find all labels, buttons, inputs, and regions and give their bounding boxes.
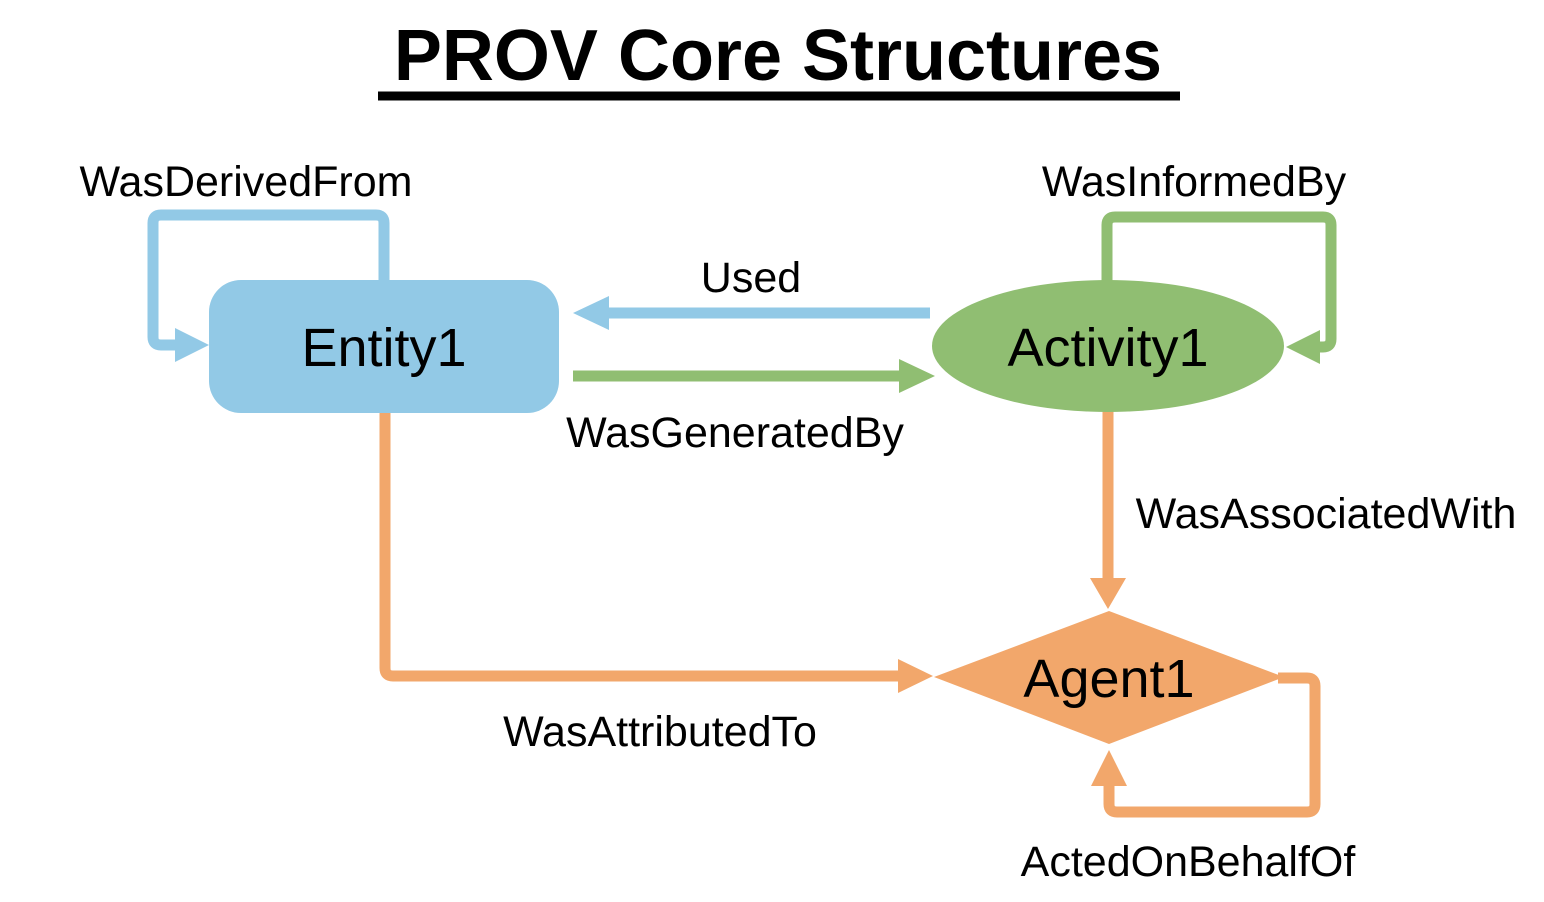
edge-was-derived-from-arrowhead: [175, 328, 209, 362]
activity-shape: [932, 280, 1284, 412]
agent-shape: [934, 611, 1284, 744]
edge-was-associated-with-arrowhead: [1090, 578, 1126, 609]
edge-was-derived-from-line: [147, 209, 390, 351]
node-activity: Activity1: [932, 280, 1284, 412]
activity-label: Activity1: [1007, 318, 1208, 378]
entity-label: Entity1: [301, 318, 466, 378]
edge-was-generated-by-arrowhead: [899, 359, 935, 393]
edge-label-acted-on-behalf-of: ActedOnBehalfOf: [1021, 838, 1357, 886]
edge-label-was-derived-from: WasDerivedFrom: [80, 158, 413, 206]
edge-was-attributed-to-arrowhead: [898, 659, 933, 693]
edge-label-was-generated-by: WasGeneratedBy: [566, 409, 904, 457]
edge-used: Used: [573, 254, 930, 330]
edge-acted-on-behalf-of: ActedOnBehalfOf: [1021, 672, 1357, 886]
edge-was-attributed-to-line: [379, 411, 900, 682]
edge-was-informed-by-line: [1101, 211, 1337, 353]
edge-used-arrowhead: [573, 296, 609, 330]
node-entity: Entity1: [209, 280, 559, 413]
edge-acted-on-behalf-of-arrowhead: [1091, 750, 1127, 786]
edge-label-was-informed-by: WasInformedBy: [1042, 158, 1347, 206]
edge-was-generated-by: WasGeneratedBy: [566, 359, 935, 457]
node-agent: Agent1: [934, 611, 1284, 744]
page-title: PROV Core Structures: [394, 16, 1162, 96]
edge-label-used: Used: [701, 254, 801, 302]
edge-was-informed-by: WasInformedBy: [1042, 158, 1347, 364]
edge-label-was-attributed-to: WasAttributedTo: [503, 708, 817, 756]
entity-shape: [209, 280, 559, 413]
agent-label: Agent1: [1023, 649, 1194, 709]
edge-was-associated-with: WasAssociatedWith: [1090, 410, 1516, 609]
edge-label-was-associated-with: WasAssociatedWith: [1136, 490, 1517, 538]
edge-acted-on-behalf-of-line: [1103, 672, 1321, 818]
edge-was-informed-by-arrowhead: [1286, 330, 1320, 364]
edge-was-derived-from: WasDerivedFrom: [80, 158, 413, 362]
edge-was-attributed-to: WasAttributedTo: [379, 411, 933, 756]
